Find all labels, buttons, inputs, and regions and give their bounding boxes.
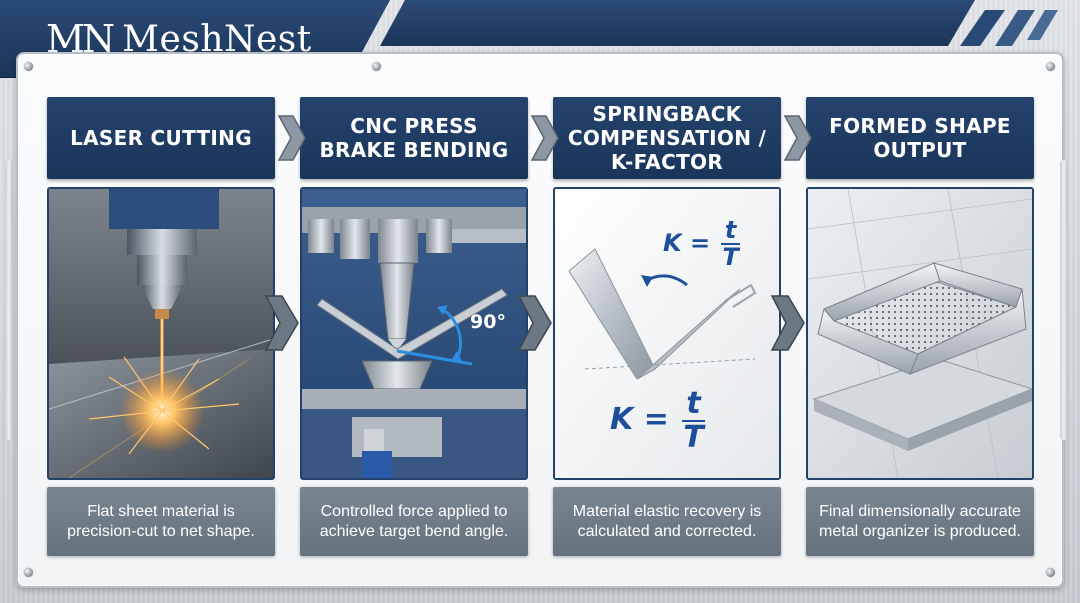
formula-denominator: T: [683, 419, 704, 455]
stage-title-text: CNC PRESS BRAKE BENDING: [319, 114, 509, 162]
press-brake-illustration: [300, 187, 528, 480]
formula-denominator: T: [722, 243, 739, 272]
screw-icon: [24, 568, 33, 577]
formed-tray-illustration: [806, 187, 1034, 480]
stage-caption-laser-cutting: Flat sheet material is precision-cut to …: [47, 487, 275, 556]
screw-icon: [24, 62, 33, 71]
screw-icon: [1046, 62, 1055, 71]
stage-title-text: FORMED SHAPE OUTPUT: [829, 114, 1011, 162]
chevron-right-icon: [517, 295, 552, 351]
caption-text: Controlled force applied to achieve targ…: [319, 502, 509, 540]
chevron-right-icon: [264, 295, 299, 351]
chevron-right-icon: [277, 115, 306, 161]
screw-icon: [1046, 568, 1055, 577]
right-rail: [1060, 160, 1068, 440]
caption-text: Final dimensionally accurate metal organ…: [819, 502, 1021, 540]
caption-text: Flat sheet material is precision-cut to …: [67, 502, 255, 540]
springback-illustration: [553, 187, 781, 480]
stage-title-press-brake: CNC PRESS BRAKE BENDING: [300, 97, 528, 179]
stage-caption-springback: Material elastic recovery is calculated …: [553, 487, 781, 556]
chevron-right-icon: [530, 115, 559, 161]
stage-title-laser-cutting: LASER CUTTING: [47, 97, 275, 179]
left-rail: [5, 160, 13, 440]
stage-title-formed-shape: FORMED SHAPE OUTPUT: [806, 97, 1034, 179]
formula-numerator: t: [682, 388, 705, 422]
stage-caption-formed-shape: Final dimensionally accurate metal organ…: [806, 487, 1034, 556]
stage-title-text: LASER CUTTING: [70, 126, 252, 150]
bend-angle-label: 90°: [470, 311, 506, 333]
stage-title-springback: SPRINGBACK COMPENSATION / K-FACTOR: [553, 97, 781, 179]
chevron-right-icon: [783, 115, 812, 161]
caption-text: Material elastic recovery is calculated …: [572, 502, 762, 540]
screw-icon: [372, 62, 381, 71]
formula-lhs: K =: [610, 402, 669, 437]
k-factor-formula-top: K = t T: [663, 217, 743, 272]
formula-numerator: t: [720, 217, 741, 246]
laser-cutting-illustration: [47, 187, 275, 480]
chevron-right-icon: [770, 295, 805, 351]
stage-caption-press-brake: Controlled force applied to achieve targ…: [300, 487, 528, 556]
k-factor-formula-bottom: K = t T: [610, 388, 708, 453]
formula-lhs: K =: [663, 229, 711, 258]
stage-title-text: SPRINGBACK COMPENSATION / K-FACTOR: [567, 102, 767, 174]
